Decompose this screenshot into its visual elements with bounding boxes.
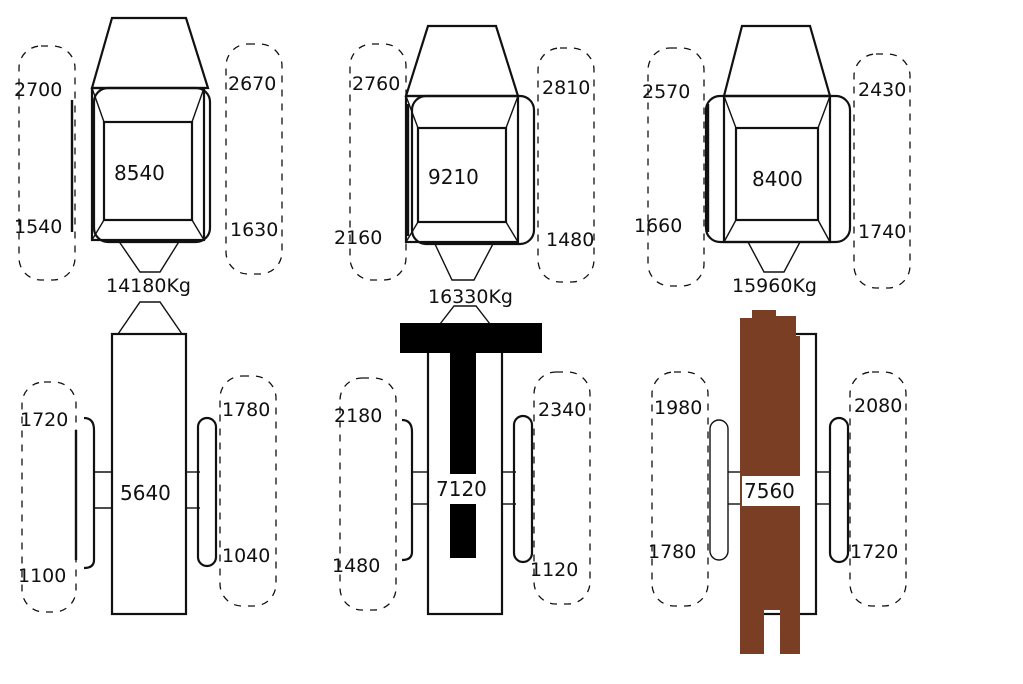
rear-right-bottom-load: 1720 bbox=[850, 541, 898, 563]
t-bar-stem bbox=[450, 340, 476, 558]
rear-right-wheel-ring bbox=[828, 416, 850, 564]
cab bbox=[722, 94, 832, 244]
vehicle-1: 2700 1540 8540 2670 1630 14180Kg 1720 11… bbox=[14, 16, 283, 616]
vehicle-3: 2570 1660 8400 2430 1740 15960Kg 1980 17… bbox=[634, 24, 911, 654]
rear-right-top-load: 1780 bbox=[222, 399, 270, 421]
rear-right-wheel-ring bbox=[512, 414, 534, 564]
engine-hood bbox=[404, 24, 520, 98]
rear-right-top-load: 2340 bbox=[538, 399, 586, 421]
front-left-bottom-load: 1660 bbox=[634, 215, 682, 237]
rear-left-bottom-load: 1100 bbox=[18, 565, 66, 587]
rear-right-tyre bbox=[849, 371, 907, 607]
cab bbox=[90, 86, 206, 242]
front-axle-center-load: 9210 bbox=[428, 165, 479, 189]
rear-axle-center-load: 7560 bbox=[744, 479, 795, 503]
rear-left-wheel-ring bbox=[709, 419, 729, 561]
front-left-top-load: 2700 bbox=[14, 79, 62, 101]
rear-left-tyre bbox=[651, 371, 709, 607]
front-right-top-load: 2430 bbox=[858, 79, 906, 101]
rear-left-tyre bbox=[21, 381, 77, 613]
front-left-top-load: 2760 bbox=[352, 73, 400, 95]
front-left-top-load: 2570 bbox=[642, 81, 690, 103]
rear-axle-center-load: 5640 bbox=[120, 481, 171, 505]
front-right-tyre bbox=[225, 43, 283, 275]
front-left-tyre bbox=[647, 47, 705, 287]
front-right-bottom-load: 1740 bbox=[858, 221, 906, 243]
cab bbox=[404, 94, 520, 244]
rear-left-tyre bbox=[339, 377, 397, 611]
engine-hood bbox=[722, 24, 832, 98]
total-weight: 15960Kg bbox=[732, 275, 817, 297]
front-right-top-load: 2670 bbox=[228, 73, 276, 95]
front-right-tyre bbox=[853, 53, 911, 289]
total-weight: 16330Kg bbox=[428, 286, 513, 308]
center-label-bg bbox=[742, 476, 804, 506]
rear-right-top-load: 2080 bbox=[854, 395, 902, 417]
front-axle-center-load: 8400 bbox=[752, 167, 803, 191]
rear-right-tyre bbox=[219, 375, 277, 607]
front-left-bottom-load: 2160 bbox=[334, 227, 382, 249]
front-right-bottom-load: 1480 bbox=[546, 229, 594, 251]
cab-roof bbox=[734, 126, 820, 222]
front-right-top-load: 2810 bbox=[542, 77, 590, 99]
rear-left-top-load: 2180 bbox=[334, 405, 382, 427]
total-weight: 14180Kg bbox=[106, 275, 191, 297]
rear-right-tyre bbox=[533, 371, 591, 605]
rear-right-wheel-ring bbox=[196, 416, 218, 568]
front-right-bottom-load: 1630 bbox=[230, 219, 278, 241]
vehicle-1-front-unit bbox=[18, 16, 283, 335]
front-right-tyre bbox=[537, 47, 595, 283]
vehicle-2-front-unit bbox=[349, 24, 595, 325]
front-left-bottom-load: 1540 bbox=[14, 216, 62, 238]
vehicle-3-front-unit bbox=[647, 24, 911, 289]
rear-left-top-load: 1980 bbox=[654, 397, 702, 419]
rear-left-bottom-load: 1480 bbox=[332, 555, 380, 577]
trailer-bed bbox=[110, 332, 188, 616]
front-left-tyre bbox=[18, 45, 76, 281]
rear-left-bottom-load: 1780 bbox=[648, 541, 696, 563]
rear-left-top-load: 1720 bbox=[20, 409, 68, 431]
cab-roof bbox=[102, 120, 194, 222]
engine-hood bbox=[90, 16, 210, 90]
vehicle-2: 2760 2160 9210 2810 1480 16330Kg 2180 14… bbox=[332, 24, 595, 616]
vehicle-2-rear-unit bbox=[339, 323, 591, 616]
front-axle-center-load: 8540 bbox=[114, 161, 165, 185]
rear-right-bottom-load: 1040 bbox=[222, 545, 270, 567]
rear-right-bottom-load: 1120 bbox=[530, 559, 578, 581]
center-label-bg bbox=[432, 474, 494, 504]
vehicle-1-rear-unit bbox=[21, 332, 277, 616]
rear-axle-center-load: 7120 bbox=[436, 477, 487, 501]
cab-roof bbox=[416, 126, 508, 224]
